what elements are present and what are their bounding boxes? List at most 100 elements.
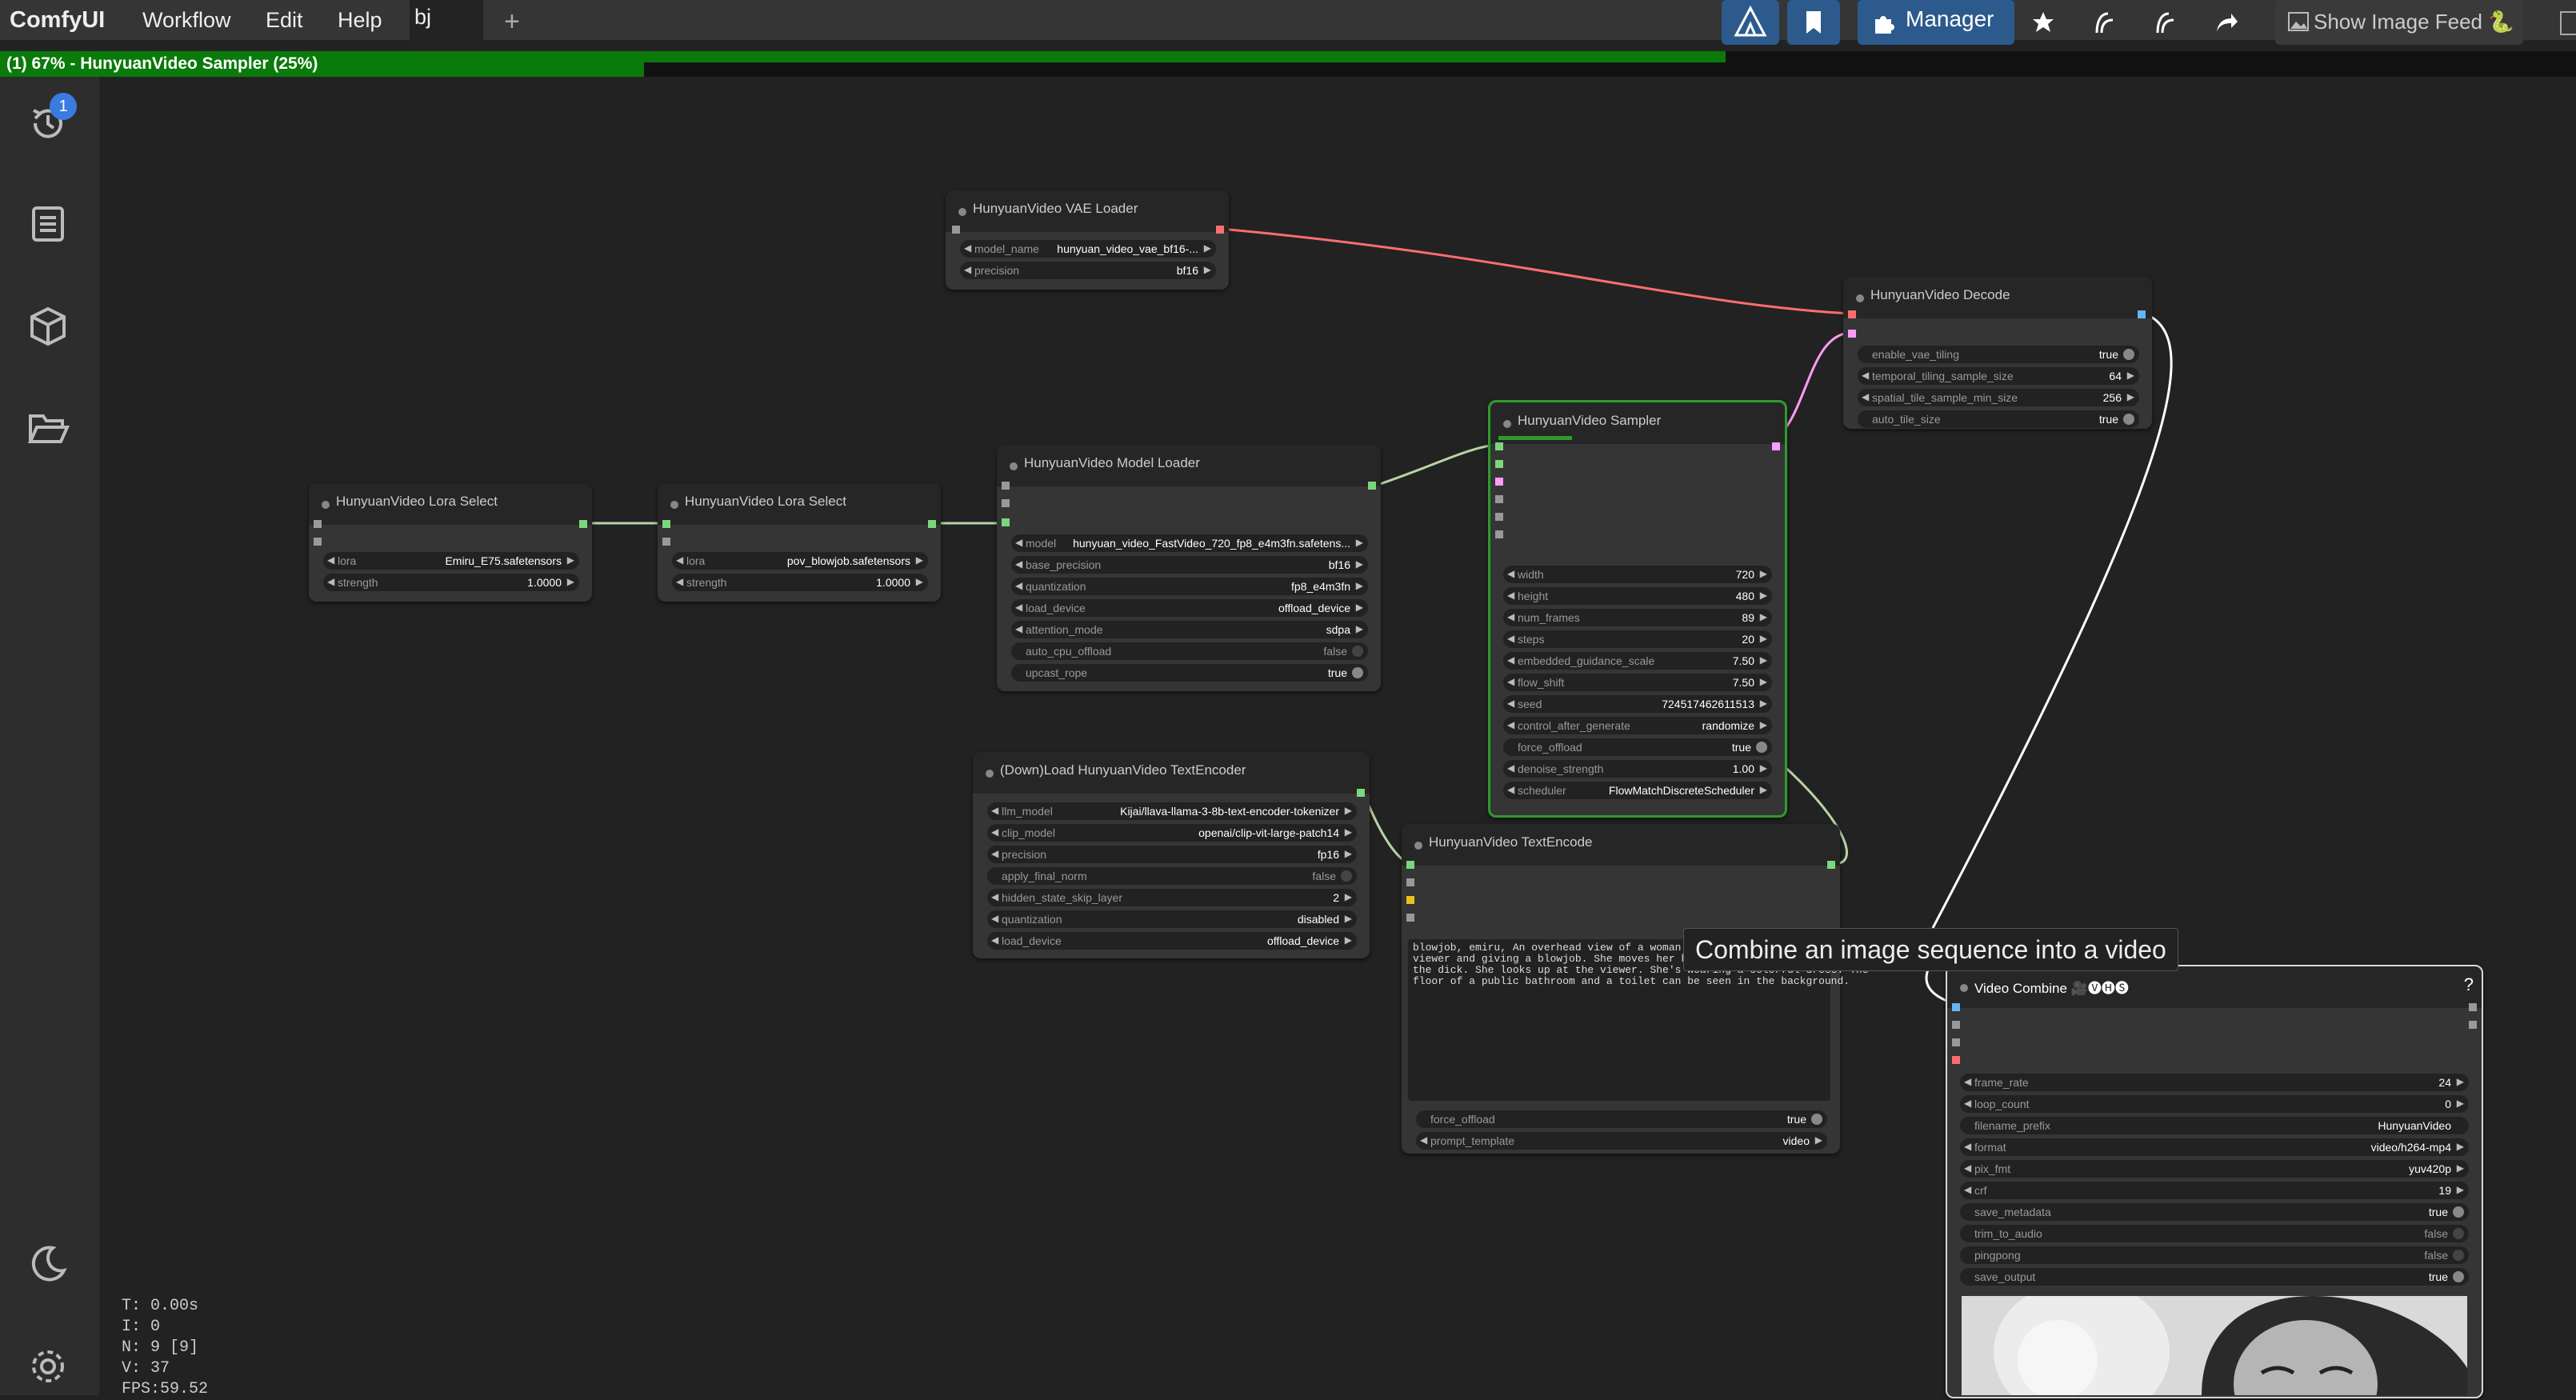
favorites-button[interactable] <box>2016 0 2070 45</box>
collapse-dot[interactable] <box>322 501 330 509</box>
input-socket[interactable] <box>1495 530 1503 538</box>
input-socket[interactable] <box>314 538 322 546</box>
output-socket-images[interactable] <box>2138 310 2146 318</box>
bookmark-button[interactable] <box>1787 0 1840 45</box>
input-socket-text-encoder[interactable] <box>1406 861 1414 869</box>
new-tab-button[interactable]: + <box>504 6 520 37</box>
collapse-dot[interactable] <box>1414 842 1422 850</box>
output-socket-lora[interactable] <box>579 520 587 528</box>
menu-edit[interactable]: Edit <box>266 8 303 32</box>
overflow-icon[interactable] <box>2560 11 2576 35</box>
input-socket-clip[interactable] <box>1406 896 1414 904</box>
manager-button[interactable]: Manager <box>1858 0 2014 45</box>
input-socket-model[interactable] <box>1495 442 1503 450</box>
node-title-bar[interactable]: HunyuanVideo Sampler <box>1490 402 1785 444</box>
menu-help[interactable]: Help <box>338 8 382 32</box>
queue-button[interactable] <box>19 195 77 253</box>
input-socket[interactable] <box>1002 499 1010 507</box>
input-socket[interactable] <box>1406 914 1414 922</box>
output-socket-vae[interactable] <box>1216 226 1224 234</box>
collapse-dot[interactable] <box>670 501 678 509</box>
model-library-button[interactable] <box>19 298 77 355</box>
workflows-button[interactable] <box>19 400 77 458</box>
collapse-dot[interactable] <box>986 770 994 778</box>
fork-button-2[interactable] <box>2138 0 2192 45</box>
input-socket-samples[interactable] <box>1495 478 1503 486</box>
history-button[interactable] <box>19 94 77 152</box>
output-socket[interactable] <box>2469 1021 2477 1029</box>
input-socket[interactable] <box>1002 482 1010 490</box>
output-socket-model[interactable] <box>1368 482 1376 490</box>
input-socket[interactable] <box>952 226 960 234</box>
node-title-bar[interactable]: HunyuanVideo Lora Select <box>309 483 592 525</box>
input-socket[interactable] <box>1495 513 1503 521</box>
input-socket-lora[interactable] <box>1002 518 1010 526</box>
menu-workflow[interactable]: Workflow <box>142 8 231 32</box>
collapse-dot[interactable] <box>1503 420 1511 428</box>
output-socket[interactable] <box>2469 1003 2477 1011</box>
input-socket[interactable] <box>1952 1021 1960 1029</box>
input-socket[interactable] <box>1952 1038 1960 1046</box>
input-socket-vae[interactable] <box>1848 310 1856 318</box>
output-socket-text-encoder[interactable] <box>1357 789 1365 797</box>
video-preview[interactable] <box>1962 1296 2467 1395</box>
node-title-bar[interactable]: HunyuanVideo TextEncode <box>1402 824 1840 866</box>
theme-toggle-button[interactable] <box>19 1235 77 1293</box>
node-title-bar[interactable]: HunyuanVideo VAE Loader <box>946 190 1229 232</box>
node-title-bar[interactable]: Video Combine 🎥🅥🅗🅢 ? <box>1947 966 2482 1008</box>
fork-button-1[interactable] <box>2077 0 2131 45</box>
show-image-feed-button[interactable]: Show Image Feed 🐍 <box>2275 0 2523 45</box>
help-button[interactable]: ? <box>2463 974 2474 994</box>
input-socket-vae[interactable] <box>1952 1056 1960 1064</box>
node-text-encode[interactable]: HunyuanVideo TextEncode blowjob, emiru, … <box>1402 824 1869 1154</box>
settings-button[interactable] <box>19 1338 77 1395</box>
input-socket[interactable] <box>1495 495 1503 503</box>
collapse-dot[interactable] <box>958 208 966 216</box>
app-logo[interactable]: ComfyUI <box>10 7 106 33</box>
comfy-registry-button[interactable] <box>1722 0 1779 45</box>
workflow-tab[interactable]: bj <box>410 0 483 54</box>
input-socket[interactable] <box>314 520 322 528</box>
output-socket-embeds[interactable] <box>1827 861 1835 869</box>
